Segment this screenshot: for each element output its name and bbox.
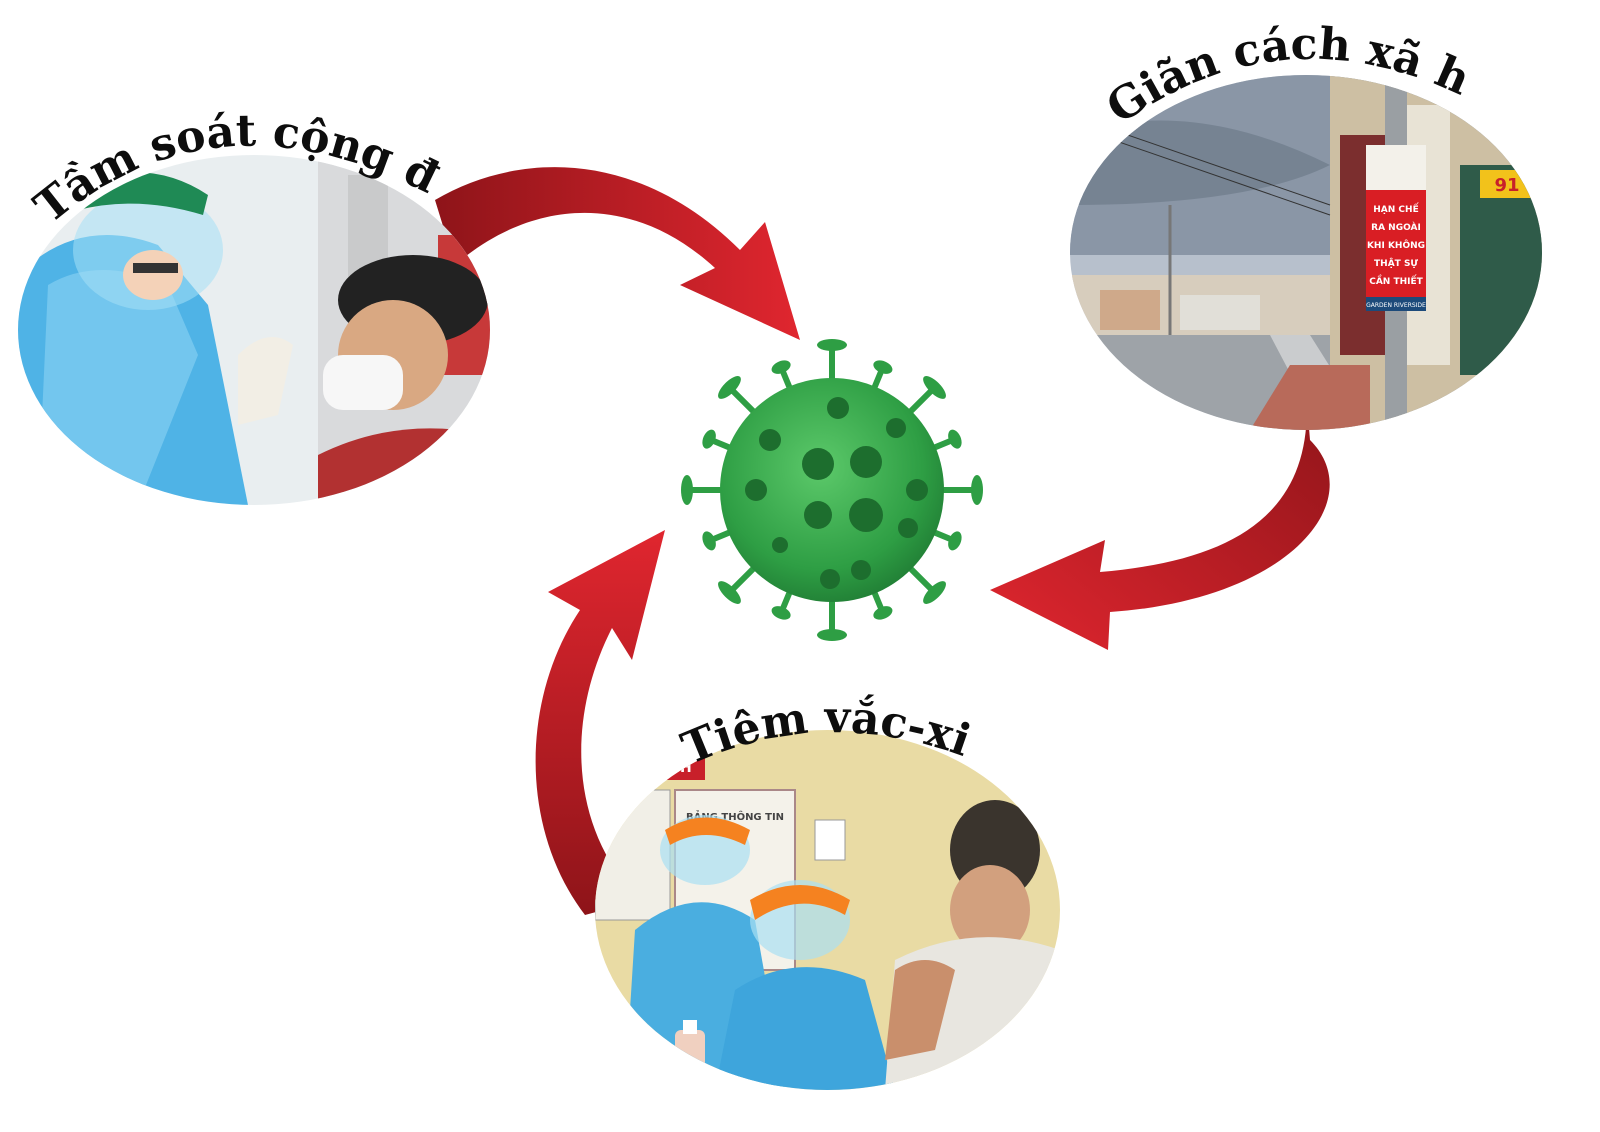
virus-spike-cap [771,360,791,374]
virus-spike-cap [923,581,946,604]
virus-spike [927,527,957,544]
virus-spike [707,436,737,453]
sign-line-1: HẠN CHẾ [1373,202,1419,215]
shop-number: 91 [1494,175,1519,196]
virus-spike-cap [681,475,693,505]
virus-spike-cap [817,629,847,641]
virus-spike [707,527,737,544]
virus-spike-cap [718,376,741,399]
virus-spike [727,562,760,595]
virus-spike-cap [873,606,893,620]
virus-spike [927,436,957,453]
virus-spike-cap [948,429,962,449]
virus-spike-cap [873,360,893,374]
virus-spike [904,385,937,418]
board-corner-text: NH [668,760,691,776]
virus-spikes [681,339,983,641]
virus-spike-cap [718,581,741,604]
virus-spots [745,397,928,589]
sign-line-2: RA NGOÀI [1371,221,1421,233]
virus-spike-cap [817,339,847,351]
virus-spike [778,365,795,395]
virus-spike-cap [948,531,962,551]
screening-photo [18,155,490,505]
sign-line-3: KHI KHÔNG [1367,239,1425,251]
virus-spike-cap [702,531,716,551]
virus-spike [869,585,886,615]
vaccination-photo: NH BẢNG THÔNG TIN [595,730,1060,1090]
virus-spike-cap [971,475,983,505]
virus-spike [904,562,937,595]
sign-footer: GARDEN RIVERSIDE [1366,302,1426,309]
virus-spike [869,365,886,395]
coronavirus-icon [720,378,944,602]
curved-arrow-icon [435,167,800,340]
sign-line-5: CẦN THIẾT [1369,274,1423,287]
virus-spike [778,585,795,615]
virus-spike-cap [702,429,716,449]
sign-line-4: THẬT SỰ [1374,258,1418,269]
virus-spike-cap [923,376,946,399]
distancing-photo: HẠN CHẾ RA NGOÀI KHI KHÔNG THẬT SỰ CẦN T… [1070,75,1542,430]
virus-spike [727,385,760,418]
virus-spike-cap [771,606,791,620]
